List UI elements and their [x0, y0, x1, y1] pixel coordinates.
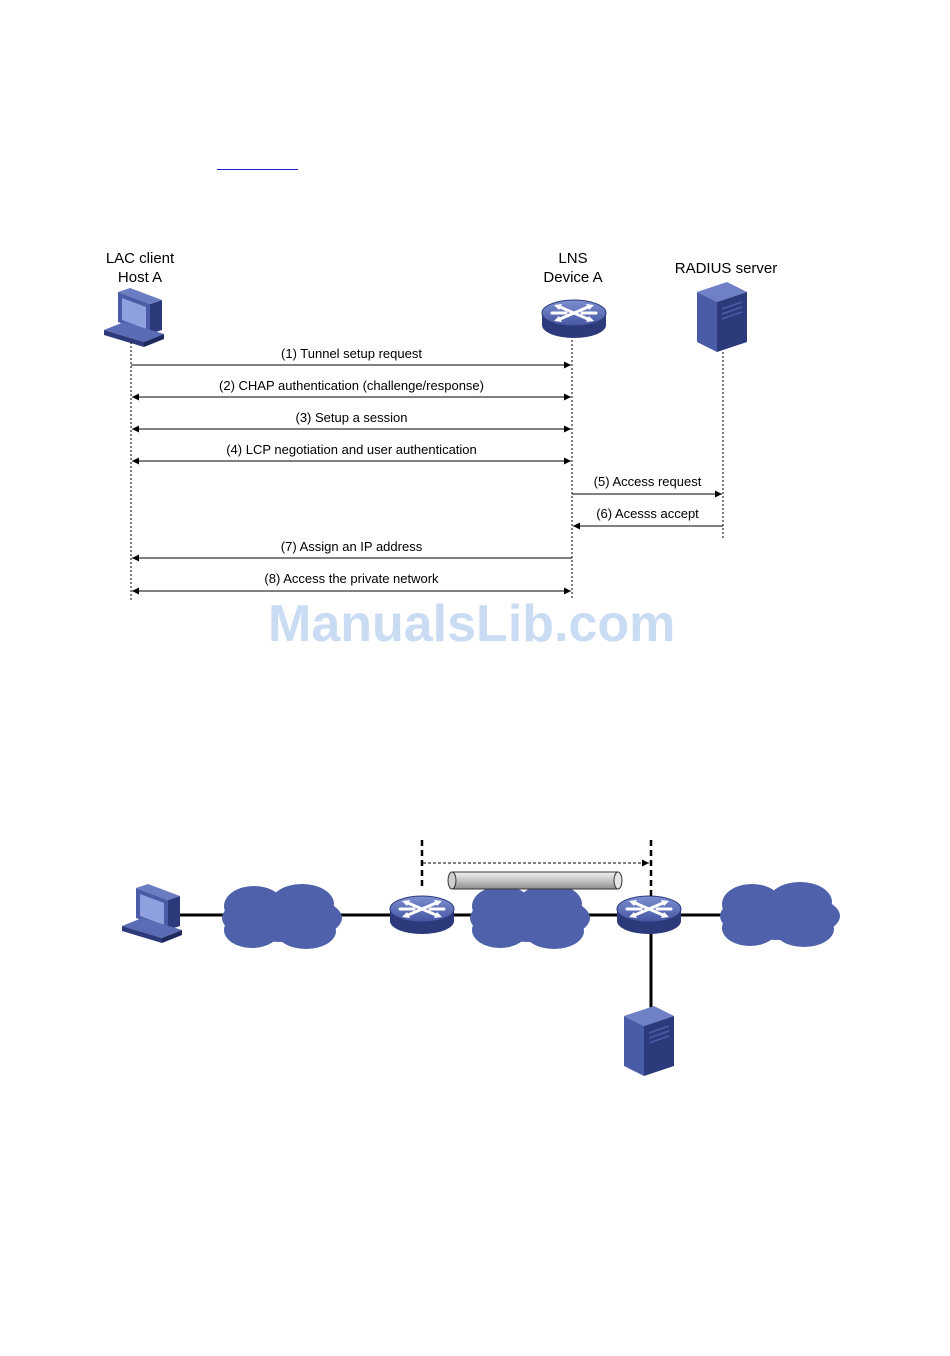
cloud-icon [720, 882, 840, 947]
server-icon [624, 1006, 674, 1076]
pc-icon [104, 288, 164, 347]
cloud-icon [470, 884, 590, 949]
watermark: ManualsLib.com [268, 594, 675, 654]
router-icon [542, 300, 606, 338]
cloud-icon [222, 884, 342, 949]
server-icon [697, 282, 747, 352]
router-icon [617, 896, 681, 934]
router-icon [390, 896, 454, 934]
pc-icon [122, 884, 182, 943]
tunnel-pipe-icon [448, 872, 622, 889]
